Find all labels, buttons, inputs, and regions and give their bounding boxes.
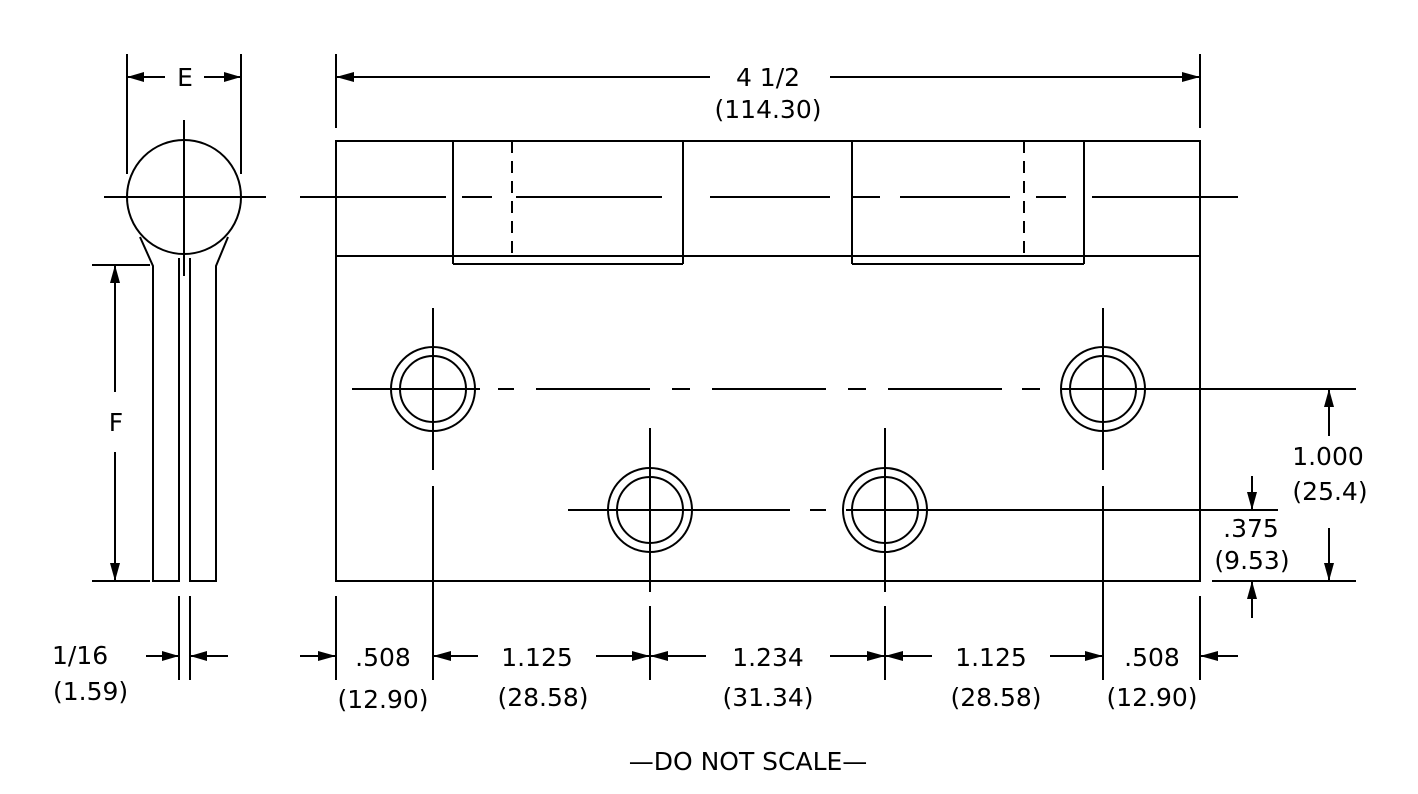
edge-offset-arrow-top (1247, 492, 1257, 510)
dim-mm-3: (31.34) (722, 683, 813, 712)
overall-width-mm-label: (114.30) (715, 95, 822, 124)
side-view: E F 1/16 (1.59) (52, 54, 266, 706)
f-arrow-top (110, 265, 120, 283)
f-arrow-bottom (110, 563, 120, 581)
dim-2-arrow-left (433, 651, 451, 661)
left-leaf (139, 236, 180, 582)
thickness-arrow-left (162, 651, 179, 661)
dim-value-2: 1.125 (501, 643, 573, 672)
e-arrow-left (127, 72, 144, 82)
thickness-mm-label: (1.59) (53, 677, 128, 706)
f-label: F (109, 408, 123, 437)
hinge-leaf-outline (335, 140, 1201, 582)
dim-mm-2: (28.58) (497, 683, 588, 712)
e-label: E (177, 63, 193, 92)
spacing-mm-label: (25.4) (1292, 477, 1367, 506)
dim-3-arrow-left (650, 651, 668, 661)
dim-value-1: .508 (355, 643, 411, 672)
dim-value-3: 1.234 (732, 643, 804, 672)
dim-1-arrow (318, 651, 336, 661)
edge-offset-mm-label: (9.53) (1214, 546, 1289, 575)
hole-lower-right (842, 428, 928, 680)
dim-mm-4: (28.58) (950, 683, 1041, 712)
dim-4-arrow-left (885, 651, 903, 661)
width-arrow-right (1182, 72, 1200, 82)
hole-upper-left (390, 308, 476, 680)
hole-upper-right (1060, 308, 1146, 680)
dim-2-arrow-right (632, 651, 650, 661)
width-arrow-left (336, 72, 354, 82)
e-arrow-right (224, 72, 241, 82)
overall-width-label: 4 1/2 (736, 63, 800, 92)
dim-4-arrow-right (1085, 651, 1103, 661)
thickness-label: 1/16 (52, 641, 108, 670)
spacing-arrow-top (1324, 389, 1334, 407)
dim-mm-5: (12.90) (1106, 683, 1197, 712)
right-leaf (189, 236, 229, 582)
do-not-scale-note: —DO NOT SCALE— (629, 747, 868, 776)
dim-3-arrow-right (867, 651, 885, 661)
edge-offset-arrow-bottom (1247, 581, 1257, 599)
front-view: 4 1/2 (114.30) 1.000 (25.4) .375 (9.53) (300, 54, 1368, 714)
thickness-arrow-right (190, 651, 207, 661)
dim-value-4: 1.125 (955, 643, 1027, 672)
hole-lower-left (607, 428, 693, 680)
spacing-label: 1.000 (1292, 442, 1364, 471)
dim-value-5: .508 (1124, 643, 1180, 672)
edge-offset-label: .375 (1223, 514, 1279, 543)
dim-5-arrow (1200, 651, 1218, 661)
dim-mm-1: (12.90) (337, 685, 428, 714)
spacing-arrow-bottom (1324, 563, 1334, 581)
